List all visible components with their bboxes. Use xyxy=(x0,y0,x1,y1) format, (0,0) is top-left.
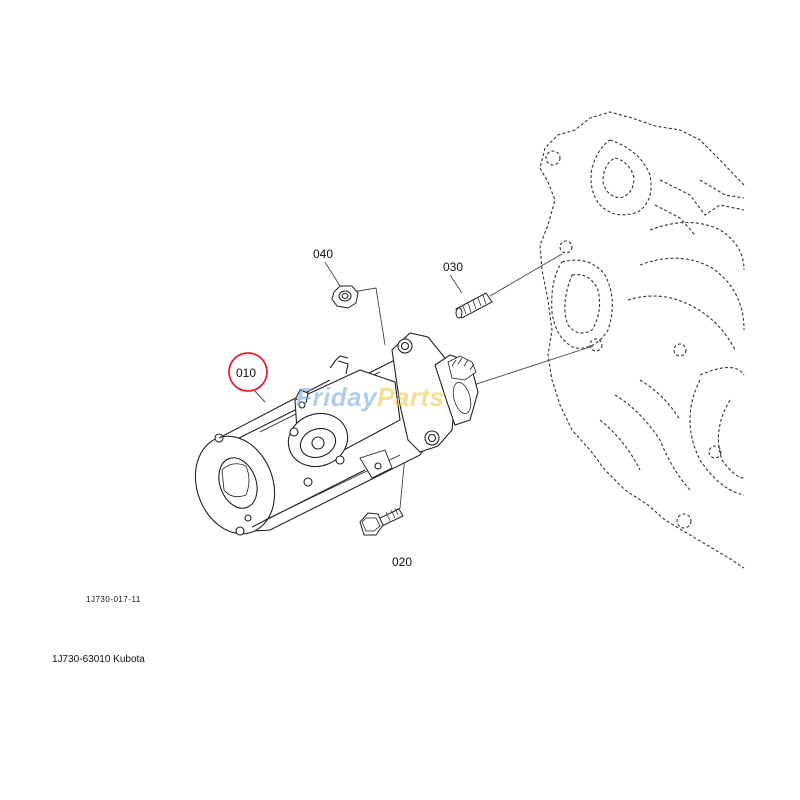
callout-label-020: 020 xyxy=(392,555,412,569)
highlight-circle xyxy=(228,352,268,392)
hex-bolt xyxy=(359,507,404,536)
callout-label-010: 010 xyxy=(236,366,256,380)
watermark-logo: FridayParts xyxy=(296,382,445,413)
part-caption: 1J730-63010 Kubota xyxy=(52,654,145,665)
watermark-part2: Parts xyxy=(377,382,445,412)
callout-leader-010 xyxy=(253,389,266,403)
watermark-part1: Friday xyxy=(296,382,378,412)
callout-label-040: 040 xyxy=(313,247,333,261)
flywheel-housing xyxy=(539,111,745,569)
drawing-code: 1J730-017-11 xyxy=(86,595,141,604)
flange-nut xyxy=(331,285,359,309)
starter-motor xyxy=(194,332,479,536)
callout-label-030: 030 xyxy=(443,260,463,274)
stud-bolt xyxy=(455,292,493,319)
